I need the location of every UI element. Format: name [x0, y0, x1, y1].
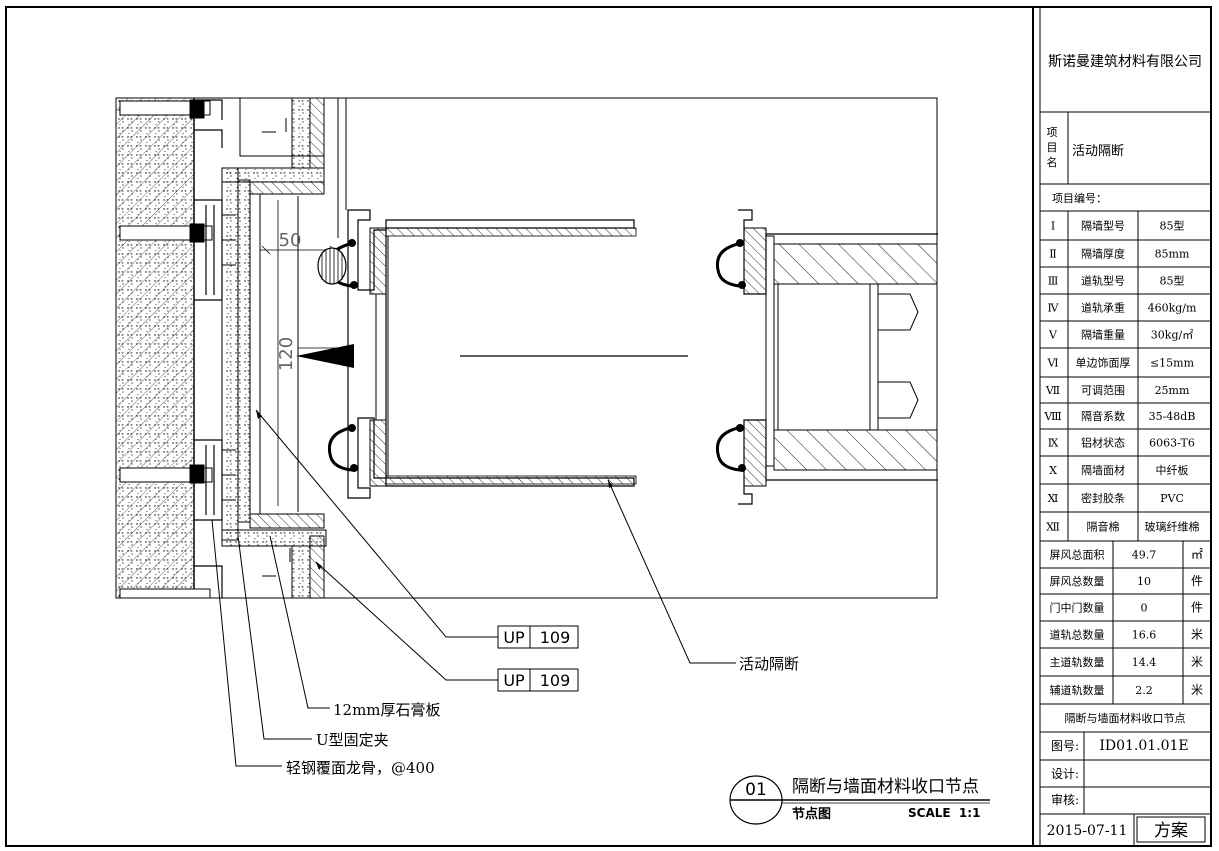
spec-name: 密封胶条 [1081, 491, 1125, 505]
quantity-unit: 件 [1191, 601, 1203, 615]
detail-scale: SCALE 1:1 [908, 806, 980, 820]
title-block: 斯诺曼建筑材料有限公司 项目名 活动隔断 项目编号： Ⅰ 隔墙型号 85型 Ⅱ 隔墙厚度… [1040, 54, 1211, 846]
callout-2-code: 109 [540, 671, 571, 690]
spec-roman: Ⅸ [1048, 437, 1059, 450]
quantity-value: 49.7 [1132, 549, 1157, 562]
quantity-name: 辅道轨数量 [1050, 683, 1105, 697]
spec-name: 铝材状态 [1081, 436, 1125, 450]
quantity-unit: 米 [1191, 683, 1203, 697]
drawing-date: 2015-07-11 [1047, 823, 1128, 839]
review-label: 审核: [1051, 792, 1079, 807]
drawing-number: ID01.01.01E [1099, 738, 1188, 754]
spec-value: 460kg/m [1148, 302, 1197, 315]
partition-panel-right [715, 209, 938, 505]
leader-lines [211, 409, 736, 767]
detail-subtitle: 节点图 [792, 806, 831, 822]
spec-value: 玻璃纤维棉 [1145, 520, 1200, 534]
spec-roman: Ⅴ [1048, 329, 1058, 342]
spec-value: 中纤板 [1156, 463, 1189, 477]
label-gypsum: 12mm厚石膏板 [333, 701, 441, 719]
quantity-unit: ㎡ [1191, 548, 1203, 562]
callout-2-prefix: UP [503, 671, 525, 690]
spec-name: 隔墙型号 [1081, 219, 1125, 233]
quantity-name: 门中门数量 [1050, 601, 1105, 615]
spec-value: PVC [1160, 492, 1184, 505]
spec-roman: Ⅺ [1048, 492, 1059, 505]
detail-number: 01 [745, 780, 767, 800]
project-number-label: 项目编号： [1052, 191, 1107, 205]
quantity-unit: 米 [1191, 655, 1203, 669]
steel-keel [194, 99, 223, 598]
quantity-value: 2.2 [1135, 684, 1153, 697]
spec-roman: Ⅹ [1049, 464, 1057, 477]
company-name: 斯诺曼建筑材料有限公司 [1048, 54, 1202, 70]
drawing-stage: 方案 [1154, 821, 1188, 841]
callout-1-prefix: UP [503, 628, 525, 647]
spec-name: 道轨型号 [1081, 274, 1125, 288]
label-partition: 活动隔断 [739, 655, 799, 673]
quantity-unit: 件 [1191, 574, 1203, 588]
spec-value: 6063-T6 [1149, 437, 1195, 450]
spec-value: 85型 [1160, 219, 1185, 233]
spec-value: 85mm [1155, 248, 1190, 261]
label-keel: 轻钢覆面龙骨，@400 [286, 759, 435, 777]
spec-name: 单边饰面厚 [1076, 356, 1131, 370]
drawing-frame [5, 6, 1212, 847]
quantity-value: 0 [1141, 602, 1148, 615]
quantity-name: 主道轨数量 [1050, 655, 1105, 669]
spec-name: 隔音系数 [1081, 409, 1125, 423]
spec-value: 85型 [1160, 274, 1185, 288]
quantity-unit: 米 [1191, 628, 1203, 642]
detail-title: 01 隔断与墙面材料收口节点 节点图 SCALE 1:1 [729, 775, 990, 825]
partition-panel-left [317, 209, 637, 499]
spec-roman: Ⅲ [1048, 275, 1059, 288]
detail-drawing: 50 120 [115, 97, 938, 777]
drawing-number-label: 图号: [1051, 739, 1079, 753]
spec-name: 隔墙面材 [1081, 463, 1125, 477]
project-name-label: 项目名 [1047, 126, 1058, 169]
spec-roman: Ⅵ [1046, 357, 1058, 370]
spec-name: 隔墙重量 [1081, 328, 1125, 342]
dimension-50: 50 [279, 230, 302, 251]
spec-roman: Ⅰ [1051, 220, 1055, 233]
callout-1: UP 109 [497, 625, 579, 649]
spec-value: 30kg/㎡ [1151, 329, 1193, 342]
spec-roman: Ⅷ [1043, 410, 1061, 423]
quantity-name: 屏风总数量 [1050, 574, 1105, 588]
spec-name: 隔墙厚度 [1081, 247, 1125, 261]
project-name: 活动隔断 [1072, 144, 1124, 159]
quantity-name: 屏风总面积 [1050, 548, 1105, 562]
concrete-wall [115, 97, 195, 599]
drawing-title-block: 隔断与墙面材料收口节点 [1065, 711, 1186, 725]
spec-roman: Ⅻ [1046, 521, 1060, 534]
quantity-value: 10 [1137, 575, 1151, 588]
spec-value: 25mm [1155, 384, 1190, 397]
spec-name: 道轨承重 [1081, 301, 1125, 315]
spec-roman: Ⅳ [1048, 302, 1060, 315]
spec-name: 隔音棉 [1087, 520, 1120, 534]
quantity-value: 16.6 [1132, 629, 1157, 642]
anchor-bolts [119, 99, 213, 599]
quantity-value: 14.4 [1132, 656, 1157, 669]
callout-1-code: 109 [540, 628, 571, 647]
label-clip: U型固定夹 [316, 731, 389, 749]
detail-title-text: 隔断与墙面材料收口节点 [792, 777, 979, 797]
spec-name: 可调范围 [1081, 383, 1125, 397]
dimension-120: 120 [276, 337, 297, 371]
spec-value: 35-48dB [1149, 410, 1196, 423]
spec-value: ≤15mm [1150, 357, 1195, 370]
callout-2: UP 109 [497, 668, 579, 692]
design-label: 设计: [1051, 767, 1079, 781]
leader-arrows [256, 410, 613, 570]
quantity-name: 道轨总数量 [1050, 628, 1105, 642]
section-arrow [296, 344, 354, 368]
spec-roman: Ⅱ [1049, 248, 1056, 261]
spec-roman: Ⅶ [1045, 384, 1060, 397]
gypsum-board [221, 97, 327, 599]
